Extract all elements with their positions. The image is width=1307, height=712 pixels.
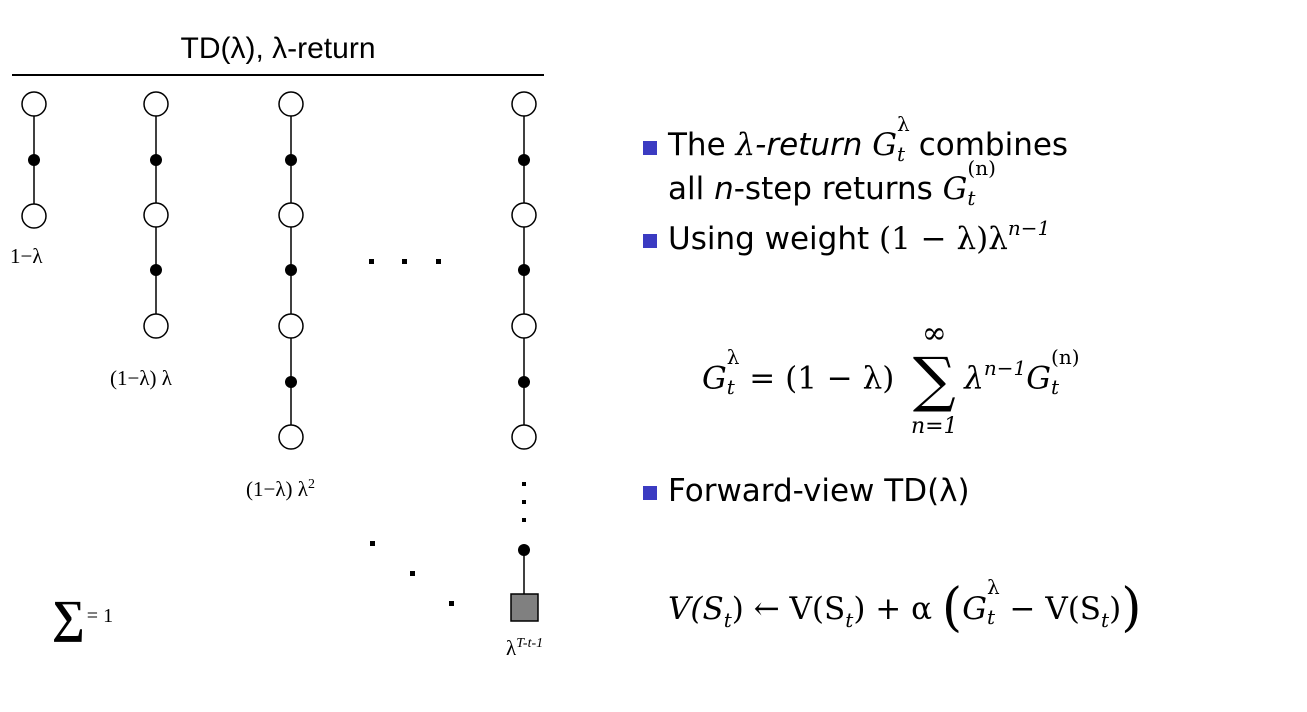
- action-node: [285, 154, 297, 166]
- backup-column-terminal: [510, 91, 539, 622]
- weight-label-terminal: λT-t-1: [506, 636, 544, 660]
- vertical-dot: [522, 482, 526, 486]
- title-rule: [12, 74, 544, 76]
- state-node: [511, 202, 537, 228]
- state-node: [278, 313, 304, 339]
- weight-label-3: (1−λ) λ2: [246, 477, 315, 501]
- bullet-2: Using weight (1 − λ)λn−1: [668, 216, 1051, 257]
- state-node: [278, 202, 304, 228]
- forward-view-update-formula: V(St) ← V(St) + α (Gλtλ − V(St)): [668, 575, 1142, 638]
- action-node: [150, 154, 162, 166]
- state-node: [278, 91, 304, 117]
- bullet-1-line-2: all n-step returns G(n)t(n): [668, 156, 996, 210]
- action-node: [28, 154, 40, 166]
- diagram-title: TD(λ), λ-return: [180, 32, 376, 65]
- backup-column-3: [278, 91, 304, 450]
- summation: ∞∑n=1: [910, 316, 958, 439]
- lambda-return-formula: Gλtλ = (1 − λ) ∞∑n=1λn−1G(n)t(n): [702, 316, 1080, 439]
- action-node: [518, 154, 530, 166]
- state-node: [143, 202, 169, 228]
- action-node: [518, 376, 530, 388]
- state-node: [143, 91, 169, 117]
- ellipsis-horizontal: [369, 259, 441, 264]
- action-node: [285, 376, 297, 388]
- action-node: [518, 264, 530, 276]
- backup-column-2: [143, 91, 169, 339]
- bullet-marker: [643, 234, 657, 248]
- bullet-marker: [643, 141, 657, 155]
- weight-label-2: (1−λ) λ: [110, 366, 172, 390]
- action-node: [285, 264, 297, 276]
- action-node: [518, 544, 530, 556]
- bullet-3: Forward-view TD(λ): [668, 473, 970, 509]
- state-node: [511, 91, 537, 117]
- bullet-1-line-1: The λ-return Gλtλ combines: [668, 112, 1069, 166]
- action-node: [150, 264, 162, 276]
- sum-equals-one: ∑= 1: [52, 591, 114, 642]
- weight-label-1: 1−λ: [10, 244, 43, 268]
- vertical-dot: [522, 500, 526, 504]
- vertical-dot: [522, 518, 526, 522]
- state-node: [278, 424, 304, 450]
- state-node: [511, 424, 537, 450]
- state-node: [143, 313, 169, 339]
- state-node: [21, 91, 47, 117]
- state-node: [511, 313, 537, 339]
- bullet-marker: [643, 486, 657, 500]
- state-node: [21, 203, 47, 229]
- ellipsis-diagonal: [370, 541, 454, 606]
- backup-column-1: [21, 91, 47, 229]
- terminal-state: [510, 593, 539, 622]
- backup-diagram: [21, 91, 539, 622]
